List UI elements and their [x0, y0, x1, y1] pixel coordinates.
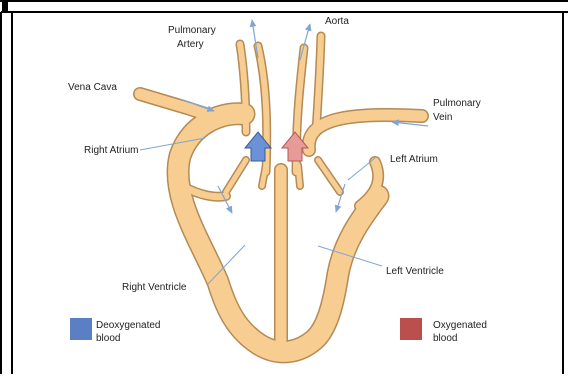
oxygenated-legend-swatch: [400, 318, 422, 340]
aorta-label: Aorta: [325, 16, 349, 27]
oxygenated-legend-label-line2: blood: [433, 333, 457, 344]
pulmonary-vein-label-line2: Vein: [433, 112, 452, 123]
pulmonary-artery-label: Pulmonary: [168, 25, 216, 36]
oxygenated-legend-label: Oxygenated: [433, 320, 487, 331]
deoxygenated-legend-label-line2: blood: [96, 333, 120, 344]
corner-mark: [2, 2, 8, 11]
left-atrium-label: Left Atrium: [390, 154, 438, 165]
pulmonary-vein-label: Pulmonary: [433, 98, 481, 109]
right-ventricle-label: Right Ventricle: [122, 282, 187, 293]
deoxygenated-legend-label: Deoxygenated: [96, 320, 161, 331]
vena-cava-label: Vena Cava: [68, 82, 117, 93]
deoxygenated-legend-swatch: [70, 318, 92, 340]
pulmonary-artery-label-line2: Artery: [177, 39, 204, 50]
left-ventricle-label: Left Ventricle: [386, 266, 444, 277]
right-atrium-label: Right Atrium: [84, 145, 138, 156]
